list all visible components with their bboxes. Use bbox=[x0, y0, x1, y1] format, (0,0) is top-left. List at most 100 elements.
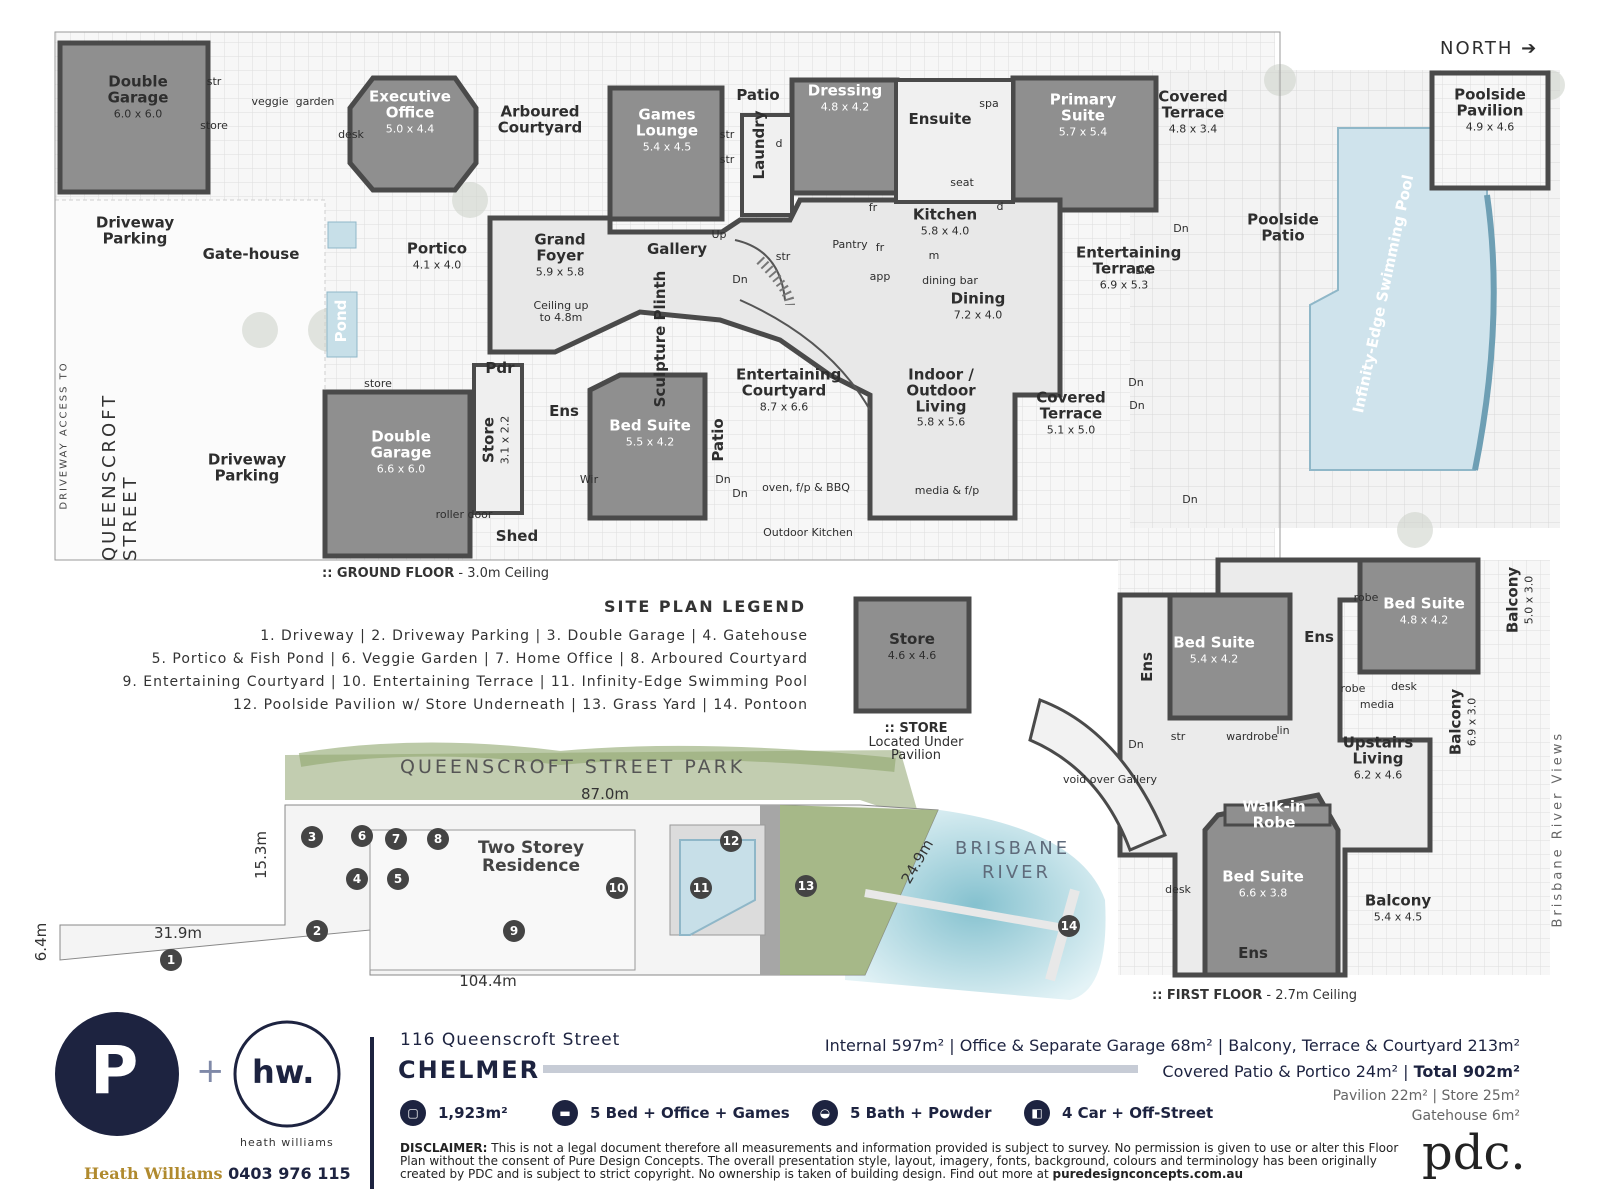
area-line-4: Gatehouse 6m² bbox=[1411, 1108, 1520, 1124]
site-dimension: 104.4m bbox=[459, 972, 517, 991]
legend-line: 9. Entertaining Courtyard | 10. Entertai… bbox=[122, 674, 808, 690]
site-marker-7: 7 bbox=[385, 828, 407, 850]
ground-note: Dn bbox=[1128, 376, 1144, 390]
first-note: media bbox=[1359, 698, 1395, 712]
room-name: Kitchen bbox=[912, 205, 978, 224]
ground-note: m bbox=[928, 249, 940, 263]
first-floor-caption: :: FIRST FLOOR - 2.7m Ceiling bbox=[1152, 988, 1358, 1003]
legend-line: 5. Portico & Fish Pond | 6. Veggie Garde… bbox=[151, 651, 808, 667]
hw-caption: heath williams bbox=[240, 1136, 334, 1149]
agent-contact[interactable]: Heath Williams 0403 976 115 bbox=[84, 1164, 351, 1183]
ground-note: Up bbox=[711, 228, 727, 242]
room-name: Entertaining Terrace bbox=[1076, 243, 1182, 278]
room-dimensions: 4.8 x 4.2 bbox=[820, 100, 870, 114]
room-name: Ens bbox=[1238, 944, 1268, 963]
ground-note: spa bbox=[979, 97, 999, 111]
river-label-2: RIVER bbox=[982, 862, 1052, 883]
room-name: Dressing bbox=[807, 81, 883, 100]
first-note: lin bbox=[1276, 724, 1290, 738]
p-logo-letter: P bbox=[90, 1032, 139, 1109]
bed-icon: ▬ bbox=[552, 1100, 578, 1126]
room-dimensions: 6.6 x 3.8 bbox=[1238, 886, 1288, 900]
p-logo-badge bbox=[55, 1012, 179, 1136]
ground-room-31: Shed bbox=[496, 528, 538, 545]
ground-note: str bbox=[719, 153, 735, 167]
legend-line: 1. Driveway | 2. Driveway Parking | 3. D… bbox=[260, 628, 808, 644]
room-dimensions: 6.0 x 6.0 bbox=[113, 106, 163, 120]
room-name: Walk-in Robe bbox=[1242, 797, 1306, 831]
room-dimensions: 7.2 x 4.0 bbox=[953, 308, 1003, 322]
area-line-1: Internal 597m² | Office & Separate Garag… bbox=[824, 1036, 1520, 1055]
first-note: str bbox=[1170, 730, 1186, 744]
ground-note: fr bbox=[875, 241, 885, 255]
store-plan bbox=[853, 596, 972, 714]
hw-logo-badge bbox=[233, 1020, 341, 1128]
ground-floor-caption: :: GROUND FLOOR - 3.0m Ceiling bbox=[322, 566, 550, 581]
site-marker-3: 3 bbox=[301, 826, 323, 848]
park-label: QUEENSCROFT STREET PARK bbox=[400, 756, 746, 778]
property-stat: ◧ 4 Car + Off-Street bbox=[1024, 1099, 1213, 1127]
site-dimension: 15.3m bbox=[252, 830, 271, 880]
ground-room-7: Ensuite bbox=[908, 111, 971, 128]
street-access-label: DRIVEWAY ACCESS TO bbox=[58, 361, 70, 510]
site-dimension: 6.4m bbox=[32, 922, 51, 962]
disclaimer: DISCLAIMER: This is not a legal document… bbox=[400, 1141, 1399, 1181]
room-dimensions: 5.4 x 4.5 bbox=[1373, 910, 1423, 924]
room-name: Arboured Courtyard bbox=[497, 102, 583, 136]
property-stat: ▬5 Bed + Office + Games bbox=[552, 1099, 790, 1127]
room-dimensions: 6.9 x 3.0 bbox=[1465, 697, 1479, 747]
room-dimensions: 4.1 x 4.0 bbox=[412, 258, 462, 272]
ground-note: fr bbox=[868, 201, 878, 215]
room-name: Bed Suite bbox=[1173, 633, 1255, 652]
room-name: Ens bbox=[549, 402, 579, 421]
ground-room-4: Patio bbox=[736, 86, 780, 105]
room-name: Gallery bbox=[646, 240, 708, 259]
ground-room-19: Poolside Patio bbox=[1235, 210, 1331, 244]
room-name: Grand Foyer bbox=[534, 230, 586, 265]
ground-note: store bbox=[364, 377, 392, 391]
room-name: Sculpture Plinth bbox=[651, 270, 670, 408]
room-name: Portico bbox=[406, 239, 468, 258]
river-label-1: BRISBANE bbox=[955, 838, 1071, 859]
north-arrow: NORTH ➔ bbox=[1440, 38, 1539, 59]
site-marker-4: 4 bbox=[346, 868, 368, 890]
site-marker-2: 2 bbox=[306, 920, 328, 942]
stat-label: 4 Car + Off-Street bbox=[1062, 1104, 1214, 1122]
website-link[interactable]: puredesignconcepts.com.au bbox=[1052, 1167, 1244, 1181]
ground-floor-plan bbox=[54, 31, 1565, 561]
ground-room-32: Patio bbox=[709, 418, 728, 462]
room-dimensions: 4.9 x 4.6 bbox=[1465, 119, 1515, 133]
room-name: Patio bbox=[736, 86, 780, 105]
property-stat: ◒5 Bath + Powder bbox=[812, 1099, 992, 1127]
ground-room-11: Driveway Parking bbox=[87, 214, 183, 247]
room-name: Balcony bbox=[1446, 688, 1465, 756]
room-dimensions: 6.9 x 5.3 bbox=[1099, 277, 1149, 291]
first-note: Dn bbox=[1128, 738, 1144, 752]
room-name: Patio bbox=[709, 418, 728, 462]
room-dimensions: 6.6 x 6.0 bbox=[376, 461, 426, 475]
room-name: Balcony bbox=[1364, 891, 1432, 910]
room-name: Poolside Patio bbox=[1247, 210, 1319, 244]
room-dimensions: 5.1 x 5.0 bbox=[1046, 422, 1096, 436]
street-name-label: QUEENSCROFT STREET bbox=[99, 392, 141, 561]
ground-note: veggie bbox=[251, 95, 289, 109]
room-dimensions: 5.5 x 4.2 bbox=[625, 435, 675, 449]
ground-note: Dn bbox=[732, 487, 748, 501]
car-icon: ◧ bbox=[1024, 1100, 1050, 1126]
room-dimensions: 4.8 x 3.4 bbox=[1168, 121, 1218, 135]
